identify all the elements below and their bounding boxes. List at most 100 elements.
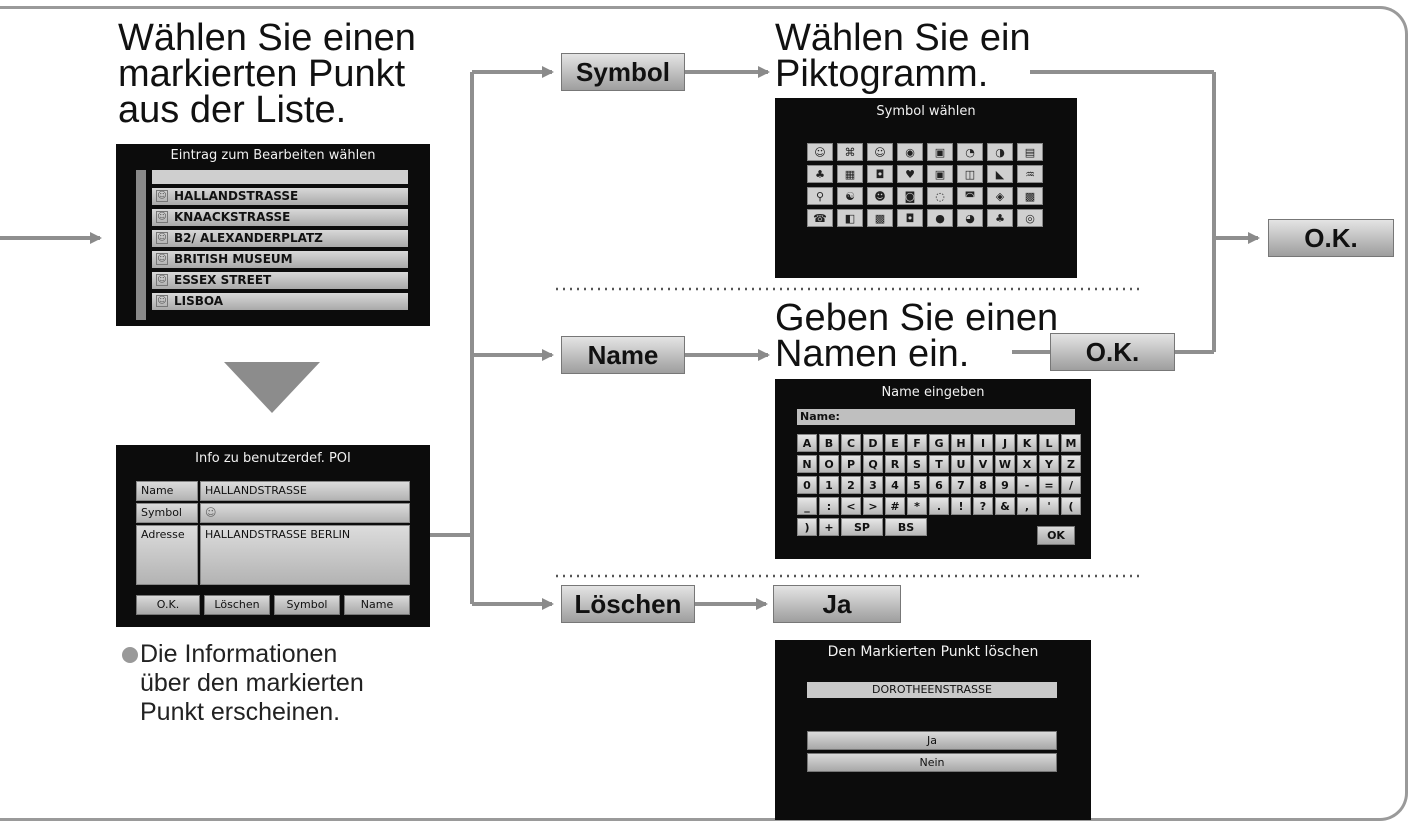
symbol-option[interactable]: ◉ (897, 143, 923, 161)
key[interactable]: G (929, 434, 949, 452)
symbol-option[interactable]: ☺ (867, 143, 893, 161)
key[interactable]: X (1017, 455, 1037, 473)
key[interactable]: . (929, 497, 949, 515)
symbol-option[interactable]: ▣ (927, 143, 953, 161)
key[interactable]: 5 (907, 476, 927, 494)
symbol-option[interactable]: ◙ (897, 187, 923, 205)
key[interactable]: C (841, 434, 861, 452)
key[interactable]: Q (863, 455, 883, 473)
symbol-option[interactable]: ◣ (987, 165, 1013, 183)
key[interactable]: 6 (929, 476, 949, 494)
key[interactable]: S (907, 455, 927, 473)
symbol-button[interactable]: Symbol (561, 53, 685, 91)
key[interactable]: 9 (995, 476, 1015, 494)
key[interactable]: T (929, 455, 949, 473)
key[interactable]: F (907, 434, 927, 452)
symbol-option[interactable]: ◕ (957, 209, 983, 227)
symbol-option[interactable]: ◔ (957, 143, 983, 161)
key[interactable]: N (797, 455, 817, 473)
symbol-option[interactable]: ▩ (867, 209, 893, 227)
key[interactable]: , (1017, 497, 1037, 515)
key[interactable]: Y (1039, 455, 1059, 473)
key[interactable]: 1 (819, 476, 839, 494)
symbol-option[interactable]: ◈ (987, 187, 1013, 205)
list-item[interactable]: ☺ESSEX STREET (152, 272, 408, 289)
symbol-option[interactable]: ◎ (1017, 209, 1043, 227)
symbol-option[interactable]: ♣ (987, 209, 1013, 227)
key[interactable]: ! (951, 497, 971, 515)
delete-button[interactable]: Löschen (561, 585, 695, 623)
key[interactable]: U (951, 455, 971, 473)
key[interactable]: & (995, 497, 1015, 515)
ok-final-button[interactable]: O.K. (1268, 219, 1394, 257)
symbol-option[interactable]: ♣ (807, 165, 833, 183)
list-item[interactable]: ☺KNAACKSTRASSE (152, 209, 408, 226)
symbol-option[interactable]: ◘ (867, 165, 893, 183)
key[interactable]: ? (973, 497, 993, 515)
key[interactable]: B (819, 434, 839, 452)
symbol-option[interactable]: ● (927, 209, 953, 227)
key[interactable]: O (819, 455, 839, 473)
ok-key[interactable]: OK (1037, 526, 1075, 545)
key[interactable]: < (841, 497, 861, 515)
symbol-option[interactable]: ☯ (837, 187, 863, 205)
info-ok-button[interactable]: O.K. (136, 595, 200, 615)
symbol-option[interactable]: ▩ (1017, 187, 1043, 205)
key[interactable]: ' (1039, 497, 1059, 515)
key[interactable]: * (907, 497, 927, 515)
symbol-option[interactable]: ◫ (957, 165, 983, 183)
list-item[interactable]: ☺B2/ ALEXANDERPLATZ (152, 230, 408, 247)
key[interactable]: L (1039, 434, 1059, 452)
yes-button[interactable]: Ja (773, 585, 901, 623)
key[interactable]: Z (1061, 455, 1081, 473)
list-item[interactable]: ☺LISBOA (152, 293, 408, 310)
symbol-option[interactable]: ⚲ (807, 187, 833, 205)
key[interactable]: V (973, 455, 993, 473)
key[interactable]: E (885, 434, 905, 452)
symbol-option[interactable]: ▣ (927, 165, 953, 183)
symbol-option[interactable]: ◧ (837, 209, 863, 227)
key[interactable]: R (885, 455, 905, 473)
key[interactable]: : (819, 497, 839, 515)
key[interactable]: A (797, 434, 817, 452)
symbol-option[interactable]: ◘ (897, 209, 923, 227)
key[interactable]: / (1061, 476, 1081, 494)
key[interactable]: + (819, 518, 839, 536)
name-input[interactable]: Name: (797, 409, 1075, 425)
key[interactable]: I (973, 434, 993, 452)
symbol-option[interactable]: ⌘ (837, 143, 863, 161)
key[interactable]: = (1039, 476, 1059, 494)
key[interactable]: D (863, 434, 883, 452)
key[interactable]: 7 (951, 476, 971, 494)
key[interactable]: ( (1061, 497, 1081, 515)
key[interactable]: H (951, 434, 971, 452)
key[interactable]: J (995, 434, 1015, 452)
key[interactable]: > (863, 497, 883, 515)
key[interactable]: ) (797, 518, 817, 536)
key[interactable]: SP (841, 518, 883, 536)
key[interactable]: _ (797, 497, 817, 515)
info-delete-button[interactable]: Löschen (204, 595, 270, 615)
key[interactable]: M (1061, 434, 1081, 452)
list-item[interactable]: ☺BRITISH MUSEUM (152, 251, 408, 268)
symbol-option[interactable]: ▦ (837, 165, 863, 183)
key[interactable]: 8 (973, 476, 993, 494)
delete-yes-button[interactable]: Ja (807, 731, 1057, 750)
symbol-option[interactable]: ☎ (807, 209, 833, 227)
symbol-option[interactable]: ♒ (1017, 165, 1043, 183)
key[interactable]: - (1017, 476, 1037, 494)
info-symbol-button[interactable]: Symbol (274, 595, 340, 615)
list-item[interactable]: ☺HALLANDSTRASSE (152, 188, 408, 205)
key[interactable]: K (1017, 434, 1037, 452)
symbol-option[interactable]: ◑ (987, 143, 1013, 161)
delete-no-button[interactable]: Nein (807, 753, 1057, 772)
key[interactable]: 3 (863, 476, 883, 494)
key[interactable]: 4 (885, 476, 905, 494)
symbol-option[interactable]: ☻ (867, 187, 893, 205)
key[interactable]: P (841, 455, 861, 473)
name-button[interactable]: Name (561, 336, 685, 374)
symbol-option[interactable]: ☺ (807, 143, 833, 161)
symbol-option[interactable]: ◌ (927, 187, 953, 205)
ok-name-button[interactable]: O.K. (1050, 333, 1175, 371)
symbol-option[interactable]: ▤ (1017, 143, 1043, 161)
